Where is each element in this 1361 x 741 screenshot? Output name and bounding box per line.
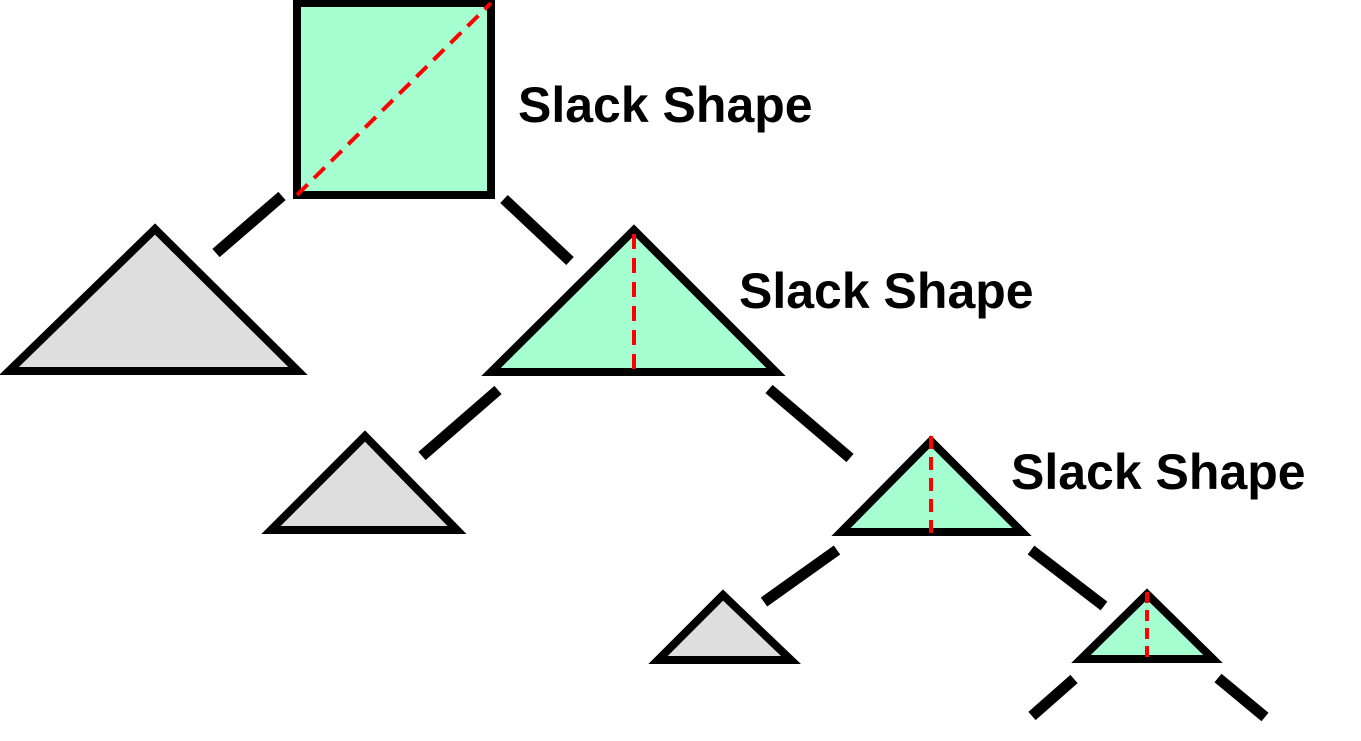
edge-root-right xyxy=(500,194,574,266)
left-plain-triangle-1 xyxy=(0,223,308,375)
slack-shape-label-level3: Slack Shape xyxy=(1011,444,1306,500)
edge-level1-right xyxy=(765,384,854,463)
edge-level1-left xyxy=(418,385,502,461)
tree-edges xyxy=(212,191,1269,722)
left-plain-triangle-2 xyxy=(261,430,467,534)
edge-level3-right xyxy=(1214,673,1269,722)
right-slack-triangle-3 xyxy=(1071,588,1223,663)
slack-shape-label-root: Slack Shape xyxy=(518,77,813,133)
edge-level2-right xyxy=(1027,545,1108,611)
edge-level2-left xyxy=(760,545,841,607)
root-split-line xyxy=(295,1,493,197)
right-slack-triangle-1 xyxy=(481,224,786,376)
left-plain-triangle-3 xyxy=(648,589,801,664)
edge-root-left xyxy=(212,191,286,258)
slack-shape-label-level2: Slack Shape xyxy=(739,263,1034,319)
edge-level3-left xyxy=(1028,674,1078,721)
